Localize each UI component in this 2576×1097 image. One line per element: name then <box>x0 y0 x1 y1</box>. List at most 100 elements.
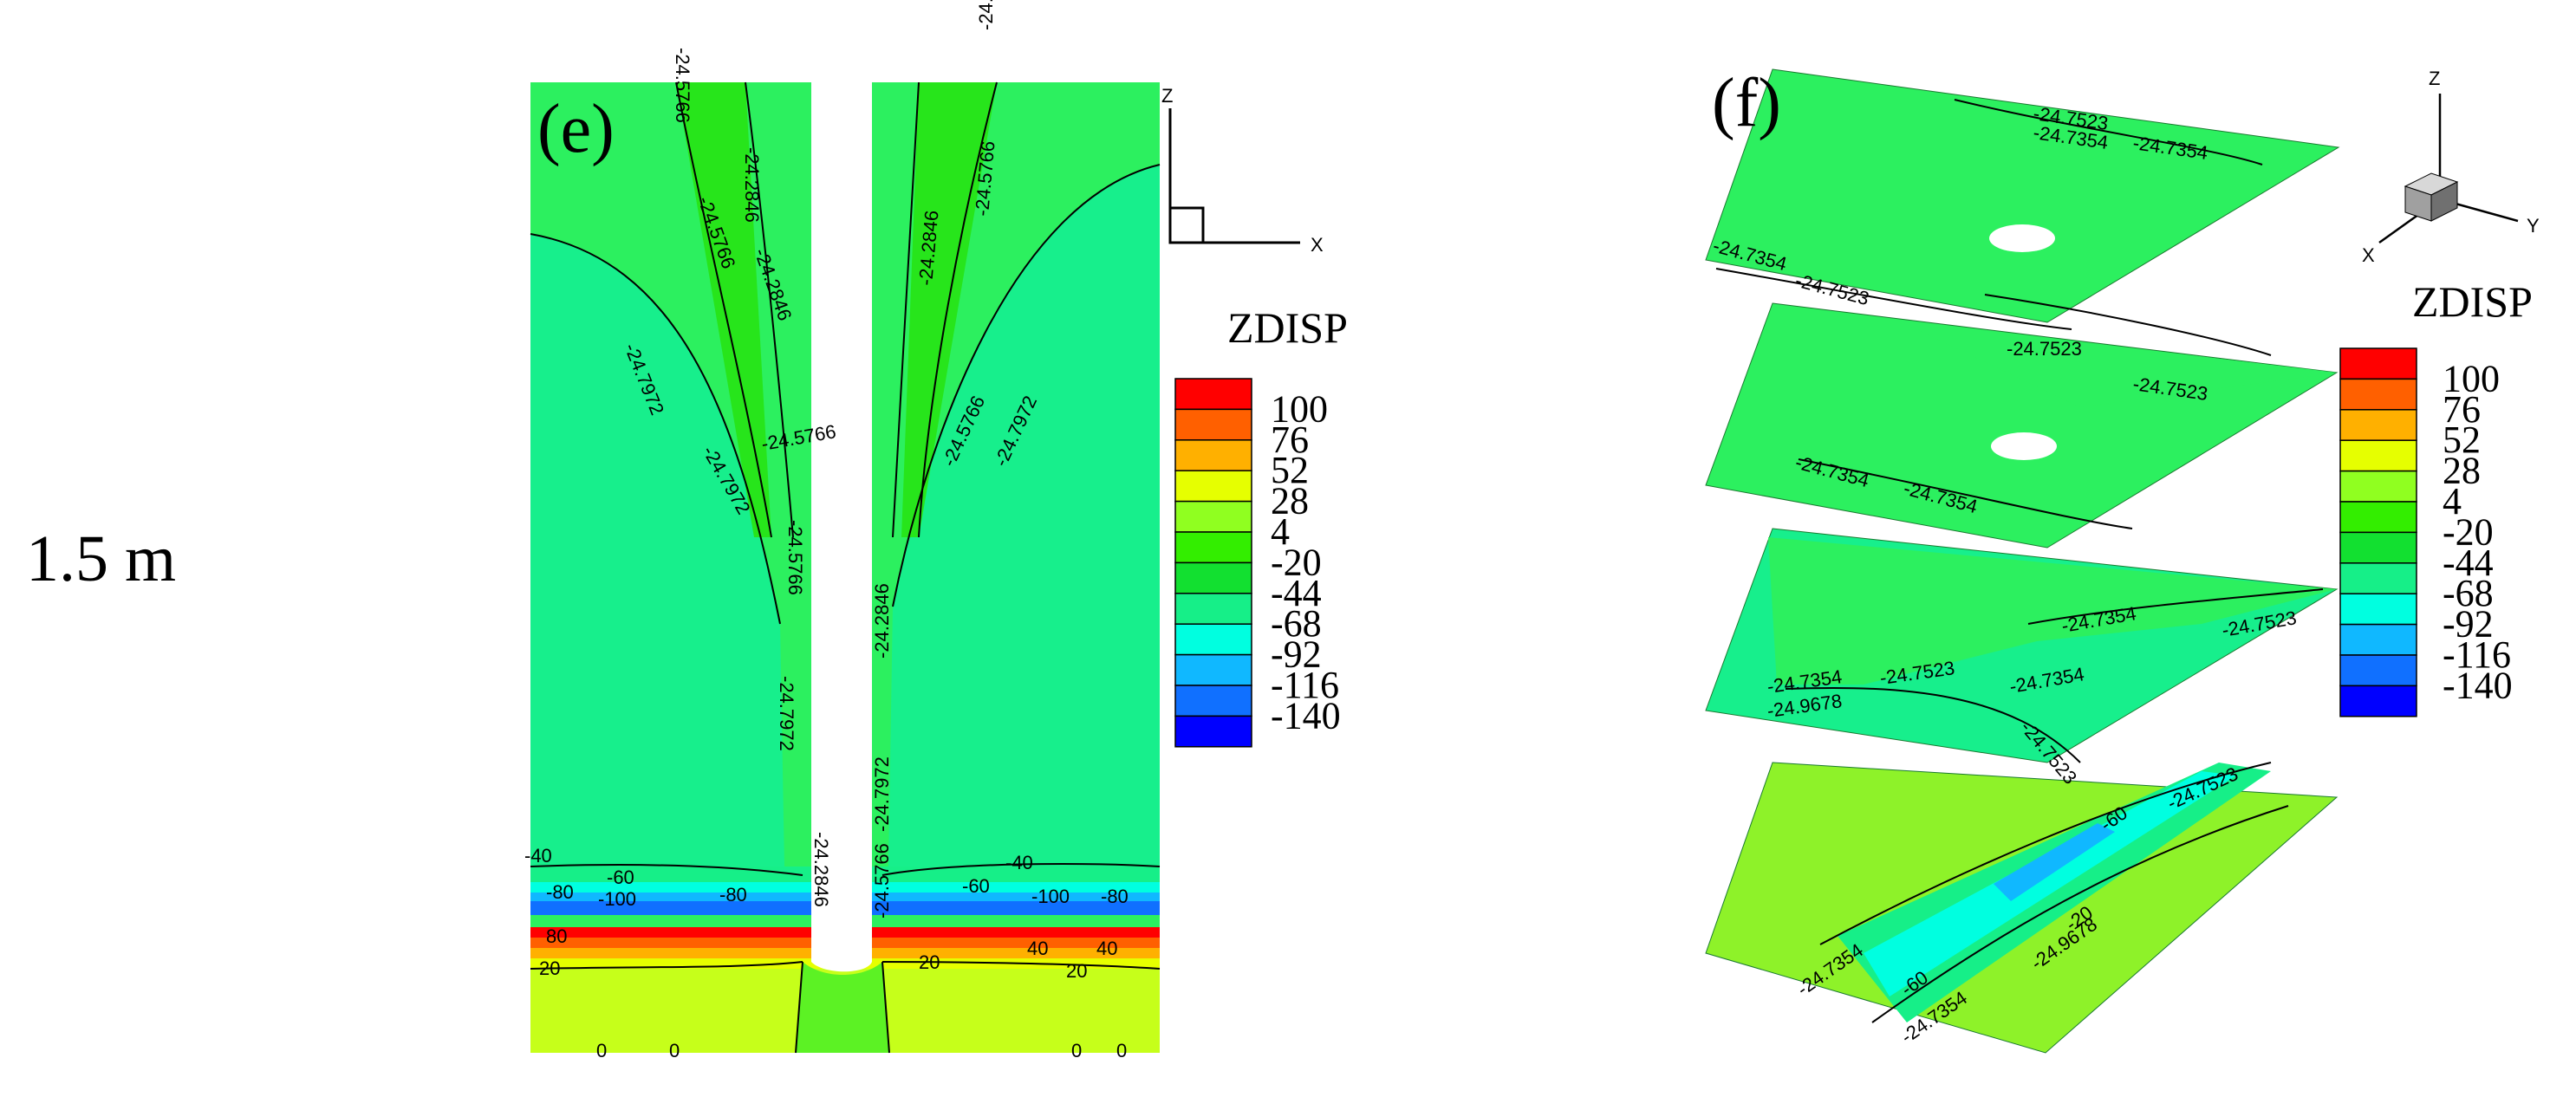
contour-label: -24.5766 <box>784 520 806 595</box>
plate-contour <box>1871 805 2289 1023</box>
legend-level-label: 4 <box>1271 510 1290 553</box>
legend-swatch <box>2339 439 2417 472</box>
legend-swatch <box>1174 408 1252 441</box>
plate-contour <box>1798 458 2133 529</box>
legend-level-label: -116 <box>1271 664 1339 706</box>
contour-label: -40 <box>524 845 552 867</box>
legend-title: ZDISP <box>2412 277 2533 326</box>
legend-level-label: -20 <box>1271 541 1322 583</box>
contour-label: 40 <box>1027 938 1048 959</box>
legend-swatch <box>1174 715 1252 748</box>
contour-label: 20 <box>1066 960 1087 982</box>
contour-label: -80 <box>546 881 574 903</box>
axis-label-z: Z <box>1161 85 1173 107</box>
legend-swatch <box>2339 470 2417 503</box>
legend-swatch <box>2339 654 2417 687</box>
contour-label: -24.2846 <box>871 583 893 659</box>
legend-level-label: -140 <box>2443 664 2513 706</box>
axis-origin-box <box>1168 206 1205 244</box>
legend-level-label: -116 <box>2443 633 2511 676</box>
legend-level-label: -44 <box>2443 542 2494 584</box>
legend-swatch <box>1174 378 1252 411</box>
panel-e-contours <box>530 81 1161 1054</box>
legend-swatch <box>2339 409 2417 441</box>
legend-title: ZDISP <box>1227 303 1348 352</box>
legend-level-label: 52 <box>2443 419 2481 461</box>
plate-contour <box>2027 588 2324 625</box>
contour-label: -24.5766 <box>975 0 997 30</box>
axis-label-z: Z <box>2429 68 2440 89</box>
panel-e-gap <box>811 82 872 972</box>
legend-swatch <box>1174 500 1252 533</box>
legend-swatch <box>2339 378 2417 411</box>
legend-level-label: -68 <box>2443 572 2494 614</box>
legend-level-label: -20 <box>2443 510 2494 553</box>
legend-swatch <box>1174 685 1252 717</box>
contour-label: -100 <box>598 888 636 910</box>
legend-swatch <box>1174 623 1252 656</box>
contour-label: 0 <box>1071 1040 1082 1061</box>
contour-label: 0 <box>669 1040 680 1061</box>
plate-3-upper <box>1768 537 2337 685</box>
legend-swatch <box>2339 623 2417 656</box>
contour-label: 40 <box>1096 938 1117 959</box>
contour-label: -24.5766 <box>672 48 693 123</box>
legend-swatch <box>2339 685 2417 717</box>
legend-level-label: -92 <box>2443 603 2494 646</box>
plate-contour <box>1785 686 2081 763</box>
axis-label-y: Y <box>2527 215 2540 237</box>
legend-level-label: 100 <box>2443 357 2500 399</box>
contour-label: 0 <box>1116 1040 1127 1061</box>
contour-label: -24.5766 <box>871 843 893 918</box>
legend-swatch <box>1174 593 1252 625</box>
contour-label: 20 <box>539 957 560 979</box>
legend-level-label: 76 <box>2443 388 2481 431</box>
panel-e: -24.5766 -24.2846 -24.5766 -24.2846 -24.… <box>524 0 1324 1061</box>
legend-swatch <box>2339 531 2417 564</box>
legend-level-label: -92 <box>1271 633 1322 676</box>
legend-level-label: 76 <box>1271 419 1309 461</box>
contour-label: -80 <box>1101 886 1129 907</box>
plate-4-band <box>1864 771 2236 996</box>
contour-label: -60 <box>962 875 990 897</box>
contour-label: -24.2846 <box>810 832 832 907</box>
legend-swatch <box>1174 531 1252 564</box>
legend-level-label: -140 <box>1271 694 1341 737</box>
panel-e-axis-triad: Z X <box>1161 85 1324 256</box>
panel-e-letter: (e) <box>537 91 615 167</box>
legend-level-label: 100 <box>1271 387 1328 430</box>
panel-e-region-right <box>888 165 1160 867</box>
legend-level-label: -68 <box>1271 602 1322 645</box>
plate-contour <box>1715 268 2072 330</box>
panel-f-axis-triad: Z Y X <box>2362 68 2540 266</box>
legend-level-label: -44 <box>1271 572 1322 614</box>
legend-swatch <box>1174 561 1252 594</box>
contour-label: -100 <box>1031 886 1070 907</box>
contour-label: 0 <box>596 1040 607 1061</box>
axis-label-x: X <box>1311 234 1324 256</box>
axis-label-x: X <box>2362 244 2375 266</box>
legend-level-label: 28 <box>1271 480 1309 523</box>
contour-label: -60 <box>607 867 634 888</box>
panel-f: -24.7523 -24.7354 -24.7354 -24.7354 -24.… <box>1705 65 2540 1054</box>
contour-label: 20 <box>919 951 940 973</box>
legend-level-label: 52 <box>1271 449 1309 491</box>
plate-contour <box>1984 294 2272 356</box>
contour-label: -24.2846 <box>741 147 763 223</box>
legend-swatch <box>2339 501 2417 534</box>
plate-4-band <box>1994 823 2115 901</box>
plate-hole <box>1991 432 2057 460</box>
panel-e-region-left <box>530 234 784 867</box>
plate-1 <box>1705 68 2340 323</box>
legend-swatch <box>2339 593 2417 626</box>
row-label: 1.5 m <box>26 523 176 595</box>
contour-label: 80 <box>546 925 567 947</box>
legend-swatch <box>2339 347 2417 380</box>
axis-cube-right <box>2430 181 2458 222</box>
plate-contour <box>1954 99 2263 166</box>
panel-e-bottom-strip <box>796 962 889 1053</box>
contour-label: -24.7523 <box>2007 338 2082 360</box>
contour-label: -40 <box>1005 852 1033 873</box>
